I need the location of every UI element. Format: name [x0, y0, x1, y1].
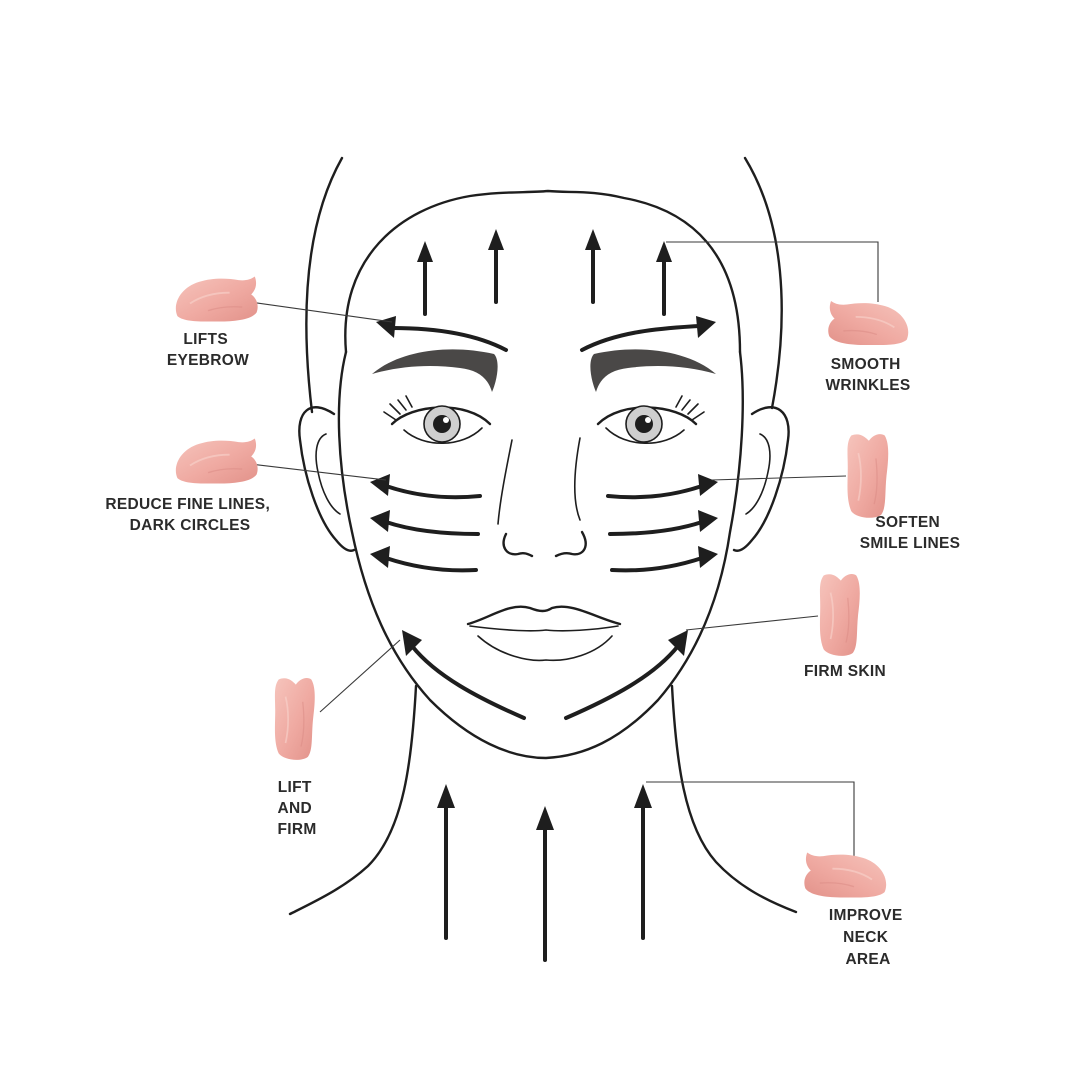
brow-arrow-left [376, 316, 508, 352]
nose [497, 437, 587, 558]
eye-left [383, 395, 492, 445]
gua-sha-stone-icon [803, 852, 888, 898]
forehead-arrow [488, 229, 504, 304]
forehead-arrow [656, 241, 672, 316]
ear-right [732, 406, 790, 552]
gua-sha-stone-icon [846, 433, 890, 519]
cheek-arrow-right [608, 510, 718, 536]
gua-sha-stone-icon [174, 276, 259, 322]
label-improve-neck-area: IMPROVE NECK AREA [829, 907, 907, 968]
neck-arrow [437, 784, 455, 940]
leader-lines [249, 241, 879, 862]
leader-soften-smile-lines [711, 475, 847, 481]
label-firm-skin: FIRM SKIN [804, 663, 886, 680]
label-smooth-wrinkles: SMOOTH WRINKLES [825, 356, 910, 394]
hair-right [743, 156, 783, 410]
neck-arrow [634, 784, 652, 940]
cheek-arrow-right [606, 474, 718, 500]
leader-lift-and-firm [319, 639, 401, 713]
face-contour [337, 350, 744, 760]
label-soften-smile-lines: SOFTEN SMILE LINES [860, 514, 961, 552]
eyebrow-left [372, 349, 498, 392]
ear-right-inner [745, 433, 771, 515]
hair-left [305, 156, 344, 414]
neck-left [288, 684, 418, 916]
leader-firm-skin [685, 615, 819, 631]
forehead-arrow [417, 241, 433, 316]
labels: LIFTS EYEBROW SMOOTH WRINKLES REDUCE FIN… [105, 331, 960, 968]
ear-left [298, 406, 356, 552]
massage-arrows [370, 229, 718, 962]
gua-sha-stone-icon [818, 573, 861, 657]
cheek-arrow-left [370, 474, 482, 500]
label-lifts-eyebrow: LIFTS EYEBROW [167, 331, 249, 369]
forehead-arrow [585, 229, 601, 304]
neck-right [670, 684, 798, 914]
facial-features [372, 349, 716, 662]
lips [466, 605, 622, 662]
hairline [344, 189, 742, 354]
leader-improve-neck-area [646, 781, 855, 862]
gua-sha-stone-icon [174, 438, 259, 484]
jaw-arrow-left [402, 630, 526, 720]
eyebrow-right [590, 349, 716, 392]
gua-sha-stone-icon [273, 677, 316, 761]
label-lift-and-firm: LIFT AND FIRM [277, 779, 316, 838]
label-reduce-fine-lines: REDUCE FINE LINES, DARK CIRCLES [105, 496, 274, 534]
brow-arrow-right [580, 316, 716, 352]
jaw-arrow-right [564, 630, 688, 720]
leader-reduce-fine-lines [249, 463, 387, 481]
cheek-arrow-right [610, 546, 718, 573]
gua-sha-stone-icon [827, 300, 910, 346]
neck-arrow [536, 806, 554, 962]
head-outline [288, 156, 798, 916]
cheek-arrow-left [370, 546, 478, 573]
cheek-arrow-left [370, 510, 480, 536]
eye-right [596, 395, 705, 445]
leader-smooth-wrinkles [666, 241, 879, 302]
leader-lifts-eyebrow [249, 301, 393, 323]
